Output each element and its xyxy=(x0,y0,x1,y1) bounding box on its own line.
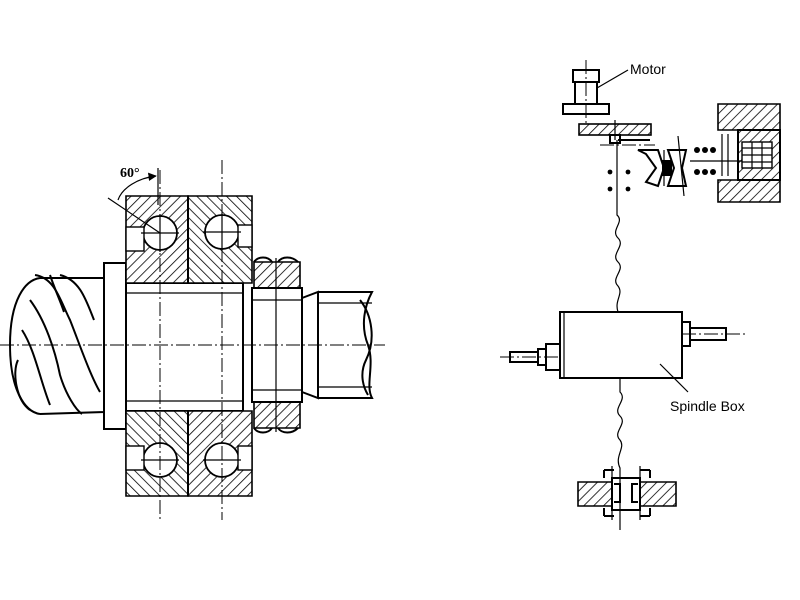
drive-schematic: Motor xyxy=(500,60,781,530)
lower-support xyxy=(577,466,677,520)
coupling-balls xyxy=(607,147,716,192)
hub-body xyxy=(125,282,244,412)
screw-thread xyxy=(8,274,105,415)
motor-leader xyxy=(596,69,629,89)
spindle-box-leader xyxy=(659,363,689,393)
spindle-box xyxy=(500,311,745,379)
bearing-assembly: 60° xyxy=(0,160,385,520)
bevel-gear xyxy=(637,135,688,197)
spacer-collar xyxy=(103,262,127,430)
shaft-end xyxy=(301,290,374,400)
lower-bearing xyxy=(125,410,253,497)
motor xyxy=(562,60,610,128)
vertical-drive-upper xyxy=(614,140,621,313)
gear-plate xyxy=(578,120,655,146)
upper-bearing xyxy=(125,195,253,284)
motor-label: Motor xyxy=(630,61,666,77)
angle-label: 60° xyxy=(120,166,140,181)
lock-nut xyxy=(251,256,303,434)
spindle-box-label: Spindle Box xyxy=(670,398,745,414)
angle-dimension: 60° xyxy=(107,166,161,234)
wall-bracket xyxy=(690,103,781,203)
vertical-drive-lower xyxy=(617,378,623,530)
